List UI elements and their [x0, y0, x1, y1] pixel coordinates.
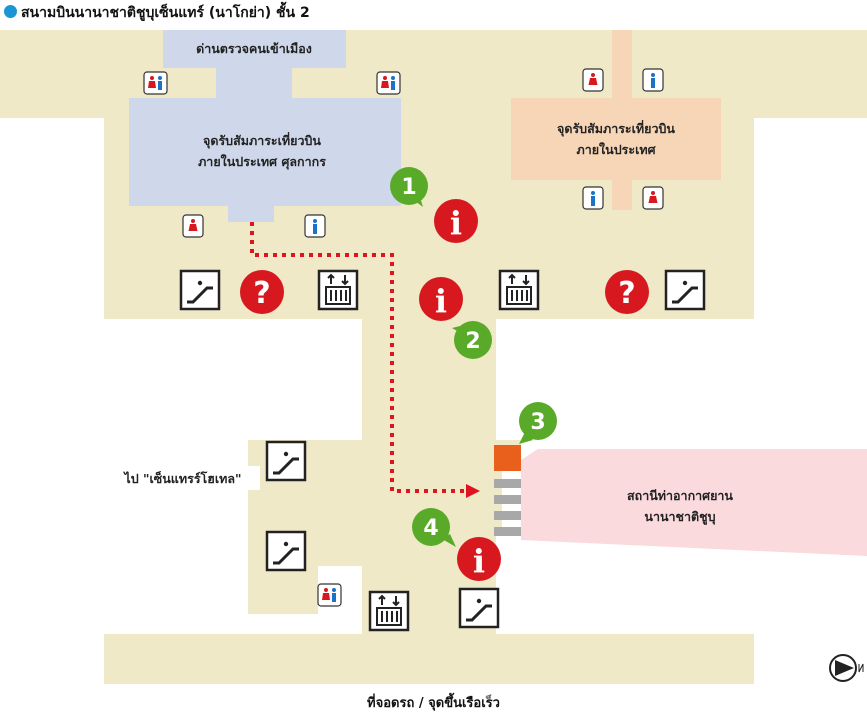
mens-restroom-icon	[582, 186, 604, 210]
elevator-icon	[317, 269, 359, 311]
info-point-icon: i	[457, 537, 501, 581]
title-text: สนามบินนานาชาติชูบุเซ็นแทร์ (นาโกย่า) ชั…	[21, 5, 310, 21]
ticket-gates	[494, 479, 521, 536]
marker-4: 4	[412, 508, 456, 547]
womens-restroom-icon	[182, 214, 204, 238]
escalator-icon	[458, 587, 500, 629]
marker-3: 3	[519, 402, 557, 444]
womens-restroom-icon	[582, 68, 604, 92]
north-arrow-icon	[829, 654, 864, 682]
restroom-icon	[143, 71, 168, 95]
info-point-icon: i	[419, 277, 463, 321]
dom-baggage-label-1: จุดรับสัมภาระเที่ยวบิน	[557, 120, 675, 137]
womens-restroom-icon	[642, 186, 664, 210]
help-desk-icon: ?	[240, 270, 284, 314]
immigration-label: ด่านตรวจคนเข้าเมือง	[196, 41, 312, 56]
svg-text:1: 1	[401, 175, 416, 200]
title-bullet-icon	[4, 5, 17, 18]
intl-baggage-label-1: จุดรับสัมภาระเที่ยวบิน	[203, 132, 321, 149]
hotel-direction-label: ไป "เซ็นแทรร์โฮเทล"	[122, 471, 241, 486]
parking-ferry-label: ที่จอดรถ / จุดขึ้นเรือเร็ว	[367, 696, 500, 711]
station-area	[521, 449, 867, 556]
escalator-icon	[179, 269, 221, 311]
station-label-2: นานาชาติชูบุ	[644, 509, 715, 525]
route-arrow-icon	[466, 484, 480, 498]
svg-text:i: i	[450, 204, 462, 242]
mens-restroom-icon	[642, 68, 664, 92]
route-path	[250, 222, 480, 498]
svg-text:i: i	[435, 282, 447, 320]
marker-1: 1	[390, 167, 428, 207]
restroom-icon	[376, 71, 401, 95]
intl-baggage-zone	[129, 30, 401, 222]
svg-text:4: 4	[423, 516, 438, 541]
info-point-icon: i	[434, 199, 478, 243]
dom-baggage-zone	[511, 30, 721, 210]
svg-text:i: i	[473, 542, 485, 580]
mens-restroom-icon	[304, 214, 326, 238]
station-label-1: สถานีท่าอากาศยาน	[627, 488, 733, 503]
station-gate-marker	[494, 445, 521, 471]
escalator-icon	[265, 530, 307, 572]
svg-text:?: ?	[618, 276, 635, 311]
restroom-icon	[317, 583, 342, 607]
marker-2: 2	[452, 321, 492, 359]
elevator-icon	[368, 590, 410, 632]
svg-text:?: ?	[253, 276, 270, 311]
escalator-icon	[664, 269, 706, 311]
svg-text:2: 2	[465, 329, 480, 354]
intl-baggage-label-2: ภายในประเทศ ศุลกากร	[198, 154, 326, 170]
elevator-icon	[498, 269, 540, 311]
svg-text:3: 3	[530, 410, 545, 435]
map-title: สนามบินนานาชาติชูบุเซ็นแทร์ (นาโกย่า) ชั…	[4, 2, 310, 24]
escalator-icon	[265, 440, 307, 482]
dom-baggage-label-2: ภายในประเทศ	[576, 142, 656, 157]
help-desk-icon: ?	[605, 270, 649, 314]
